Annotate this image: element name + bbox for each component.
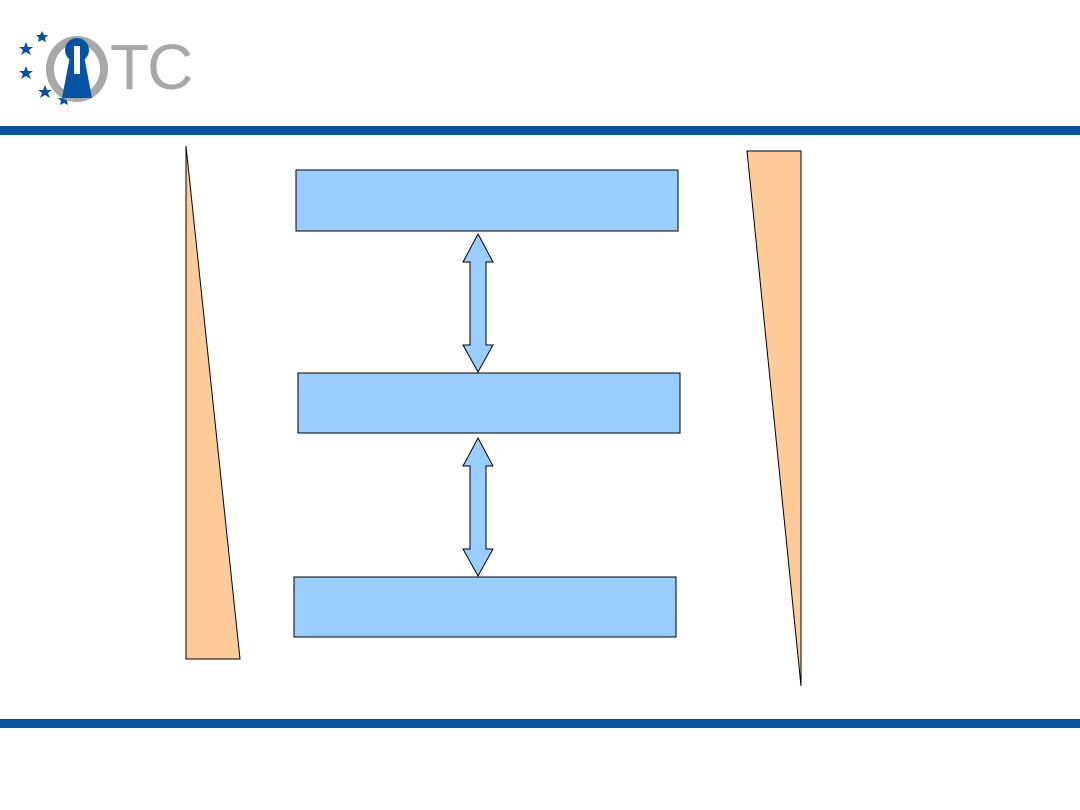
keyhole-icon (46, 36, 108, 102)
star-icon (19, 42, 33, 55)
top-box (295, 169, 679, 232)
double-arrow-upper (462, 232, 494, 374)
middle-box (297, 372, 681, 434)
double-arrow-lower (462, 436, 494, 578)
bottom-rule (0, 719, 1080, 728)
logo-text: TC (110, 31, 193, 103)
star-icon (58, 94, 70, 105)
right-wedge (746, 150, 802, 687)
star-icon (19, 66, 33, 79)
logo (19, 31, 108, 105)
star-icon (36, 31, 48, 42)
bottom-box (293, 576, 677, 638)
left-wedge (185, 145, 241, 660)
top-rule (0, 126, 1080, 135)
stars-icon (19, 31, 70, 105)
star-icon (38, 85, 52, 98)
